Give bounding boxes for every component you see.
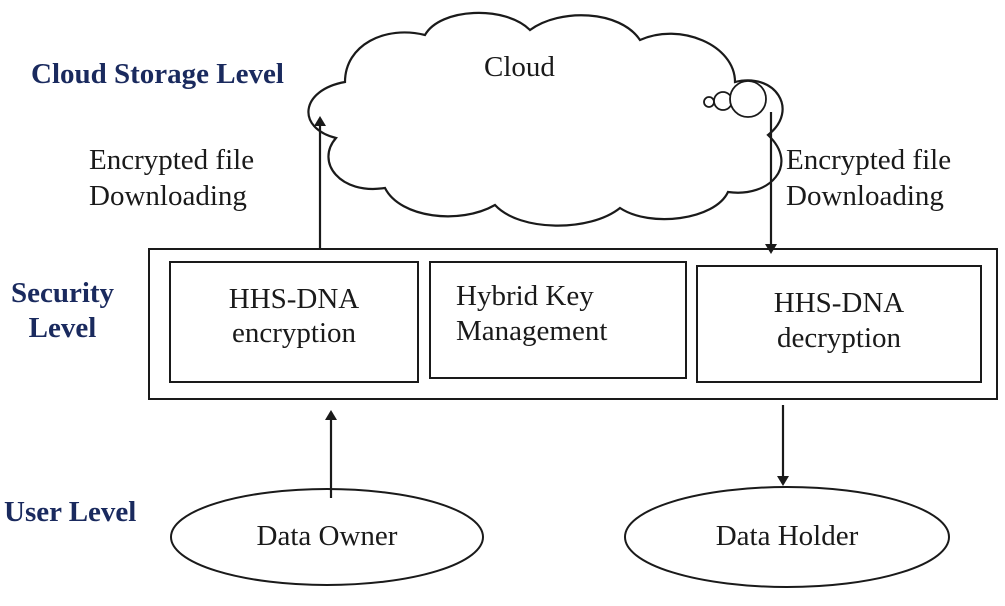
key-management-box-line1: Hybrid Key: [456, 280, 594, 312]
cloud-label: Cloud: [484, 51, 555, 83]
left-arrow-label-line1: Encrypted file: [89, 144, 255, 176]
key-management-box: [429, 261, 687, 379]
cloud-storage-level-label: Cloud Storage Level: [31, 58, 284, 90]
left-arrow-label-line2: Downloading: [89, 180, 247, 212]
cloud-bubble-large: [729, 80, 767, 118]
decryption-box-line1: HHS-DNA: [773, 287, 905, 319]
encryption-box-line2: encryption: [231, 317, 356, 349]
user-level-label: User Level: [4, 496, 137, 528]
security-level-label-line2: Level: [28, 312, 97, 344]
key-management-box-line2: Management: [456, 315, 608, 347]
encryption-box-line1: HHS-DNA: [228, 283, 360, 315]
cloud-bubble-small: [703, 96, 715, 108]
security-level-box: [148, 248, 998, 400]
data-owner-label: Data Owner: [256, 520, 398, 552]
decryption-box: [696, 265, 982, 383]
cloud-shape: [307, 11, 784, 227]
decryption-box-line2: decryption: [776, 322, 901, 354]
right-arrow-label-line1: Encrypted file: [786, 144, 952, 176]
data-holder-ellipse: [624, 486, 950, 588]
data-holder-label: Data Holder: [715, 520, 859, 552]
data-owner-ellipse: [170, 488, 484, 586]
security-level-label-line1: Security: [10, 277, 115, 309]
encryption-box: [169, 261, 419, 383]
right-arrow-label-line2: Downloading: [786, 180, 944, 212]
